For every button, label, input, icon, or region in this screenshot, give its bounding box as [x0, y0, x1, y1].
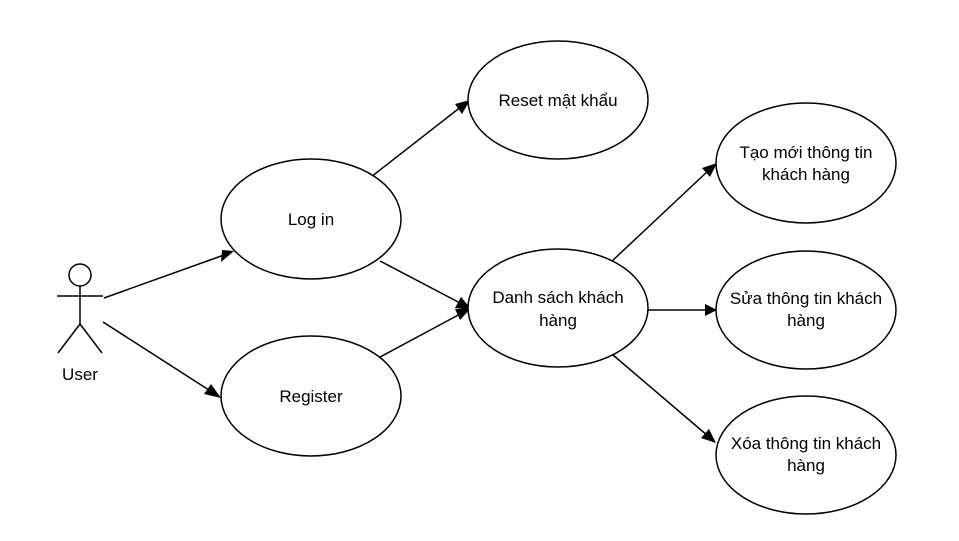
use-case-edit-label-line2: hàng [787, 311, 825, 330]
edge-login-reset-arrow [455, 100, 470, 114]
use-case-login-label: Log in [288, 210, 334, 229]
edge-register-list-arrow [455, 308, 471, 320]
actor-right-leg [79, 323, 103, 354]
use-case-edit[interactable]: Sửa thông tin khách hàng [715, 250, 897, 370]
actor-left-leg [57, 323, 81, 354]
actor-head [68, 263, 92, 287]
use-case-delete-label-line1: Xóa thông tin khách [731, 434, 881, 453]
edge-list-create-arrow [702, 163, 717, 177]
use-case-delete-ellipse[interactable] [715, 395, 897, 515]
use-case-register-label: Register [279, 387, 343, 406]
use-case-login[interactable]: Log in [220, 158, 402, 280]
use-case-register[interactable]: Register [220, 335, 402, 457]
use-case-login-ellipse[interactable] [220, 158, 402, 280]
use-case-list-label-line2: hàng [539, 311, 577, 330]
use-case-delete[interactable]: Xóa thông tin khách hàng [715, 395, 897, 515]
use-case-edit-ellipse[interactable] [715, 250, 897, 370]
actor-label: User [62, 365, 98, 384]
use-case-create-label-line2: khách hàng [762, 165, 850, 184]
edge-list-edit-arrow [705, 304, 717, 316]
use-case-reset[interactable]: Reset mật khẩu [467, 40, 649, 160]
edge-list-delete-arrow [701, 429, 716, 443]
use-case-delete-label-line2: hàng [787, 456, 825, 475]
use-case-create-label-line1: Tạo mới thông tin [739, 143, 872, 162]
edges [102, 100, 717, 443]
edge-login-list [379, 260, 463, 305]
use-case-reset-label: Reset mật khẩu [498, 91, 617, 110]
edge-list-create [610, 169, 710, 263]
edge-user-login [103, 254, 225, 299]
edge-user-login-arrow [221, 250, 234, 262]
edge-register-list [379, 312, 463, 358]
use-case-list-label-line1: Danh sách khách [492, 288, 623, 307]
edge-user-register-arrow [204, 384, 221, 398]
use-case-list-ellipse[interactable] [467, 248, 649, 368]
use-case-list[interactable]: Danh sách khách hàng [467, 248, 649, 368]
edge-user-register [102, 321, 213, 393]
user-actor: User [57, 263, 103, 384]
edge-login-list-arrow [455, 297, 471, 309]
use-case-create[interactable]: Tạo mới thông tin khách hàng [715, 102, 897, 224]
use-case-edit-label-line1: Sửa thông tin khách [730, 289, 882, 308]
edge-list-delete [612, 354, 709, 437]
use-case-register-ellipse[interactable] [220, 335, 402, 457]
edge-login-reset [370, 105, 463, 178]
use-case-create-ellipse[interactable] [715, 102, 897, 224]
use-case-reset-ellipse[interactable] [467, 40, 649, 160]
